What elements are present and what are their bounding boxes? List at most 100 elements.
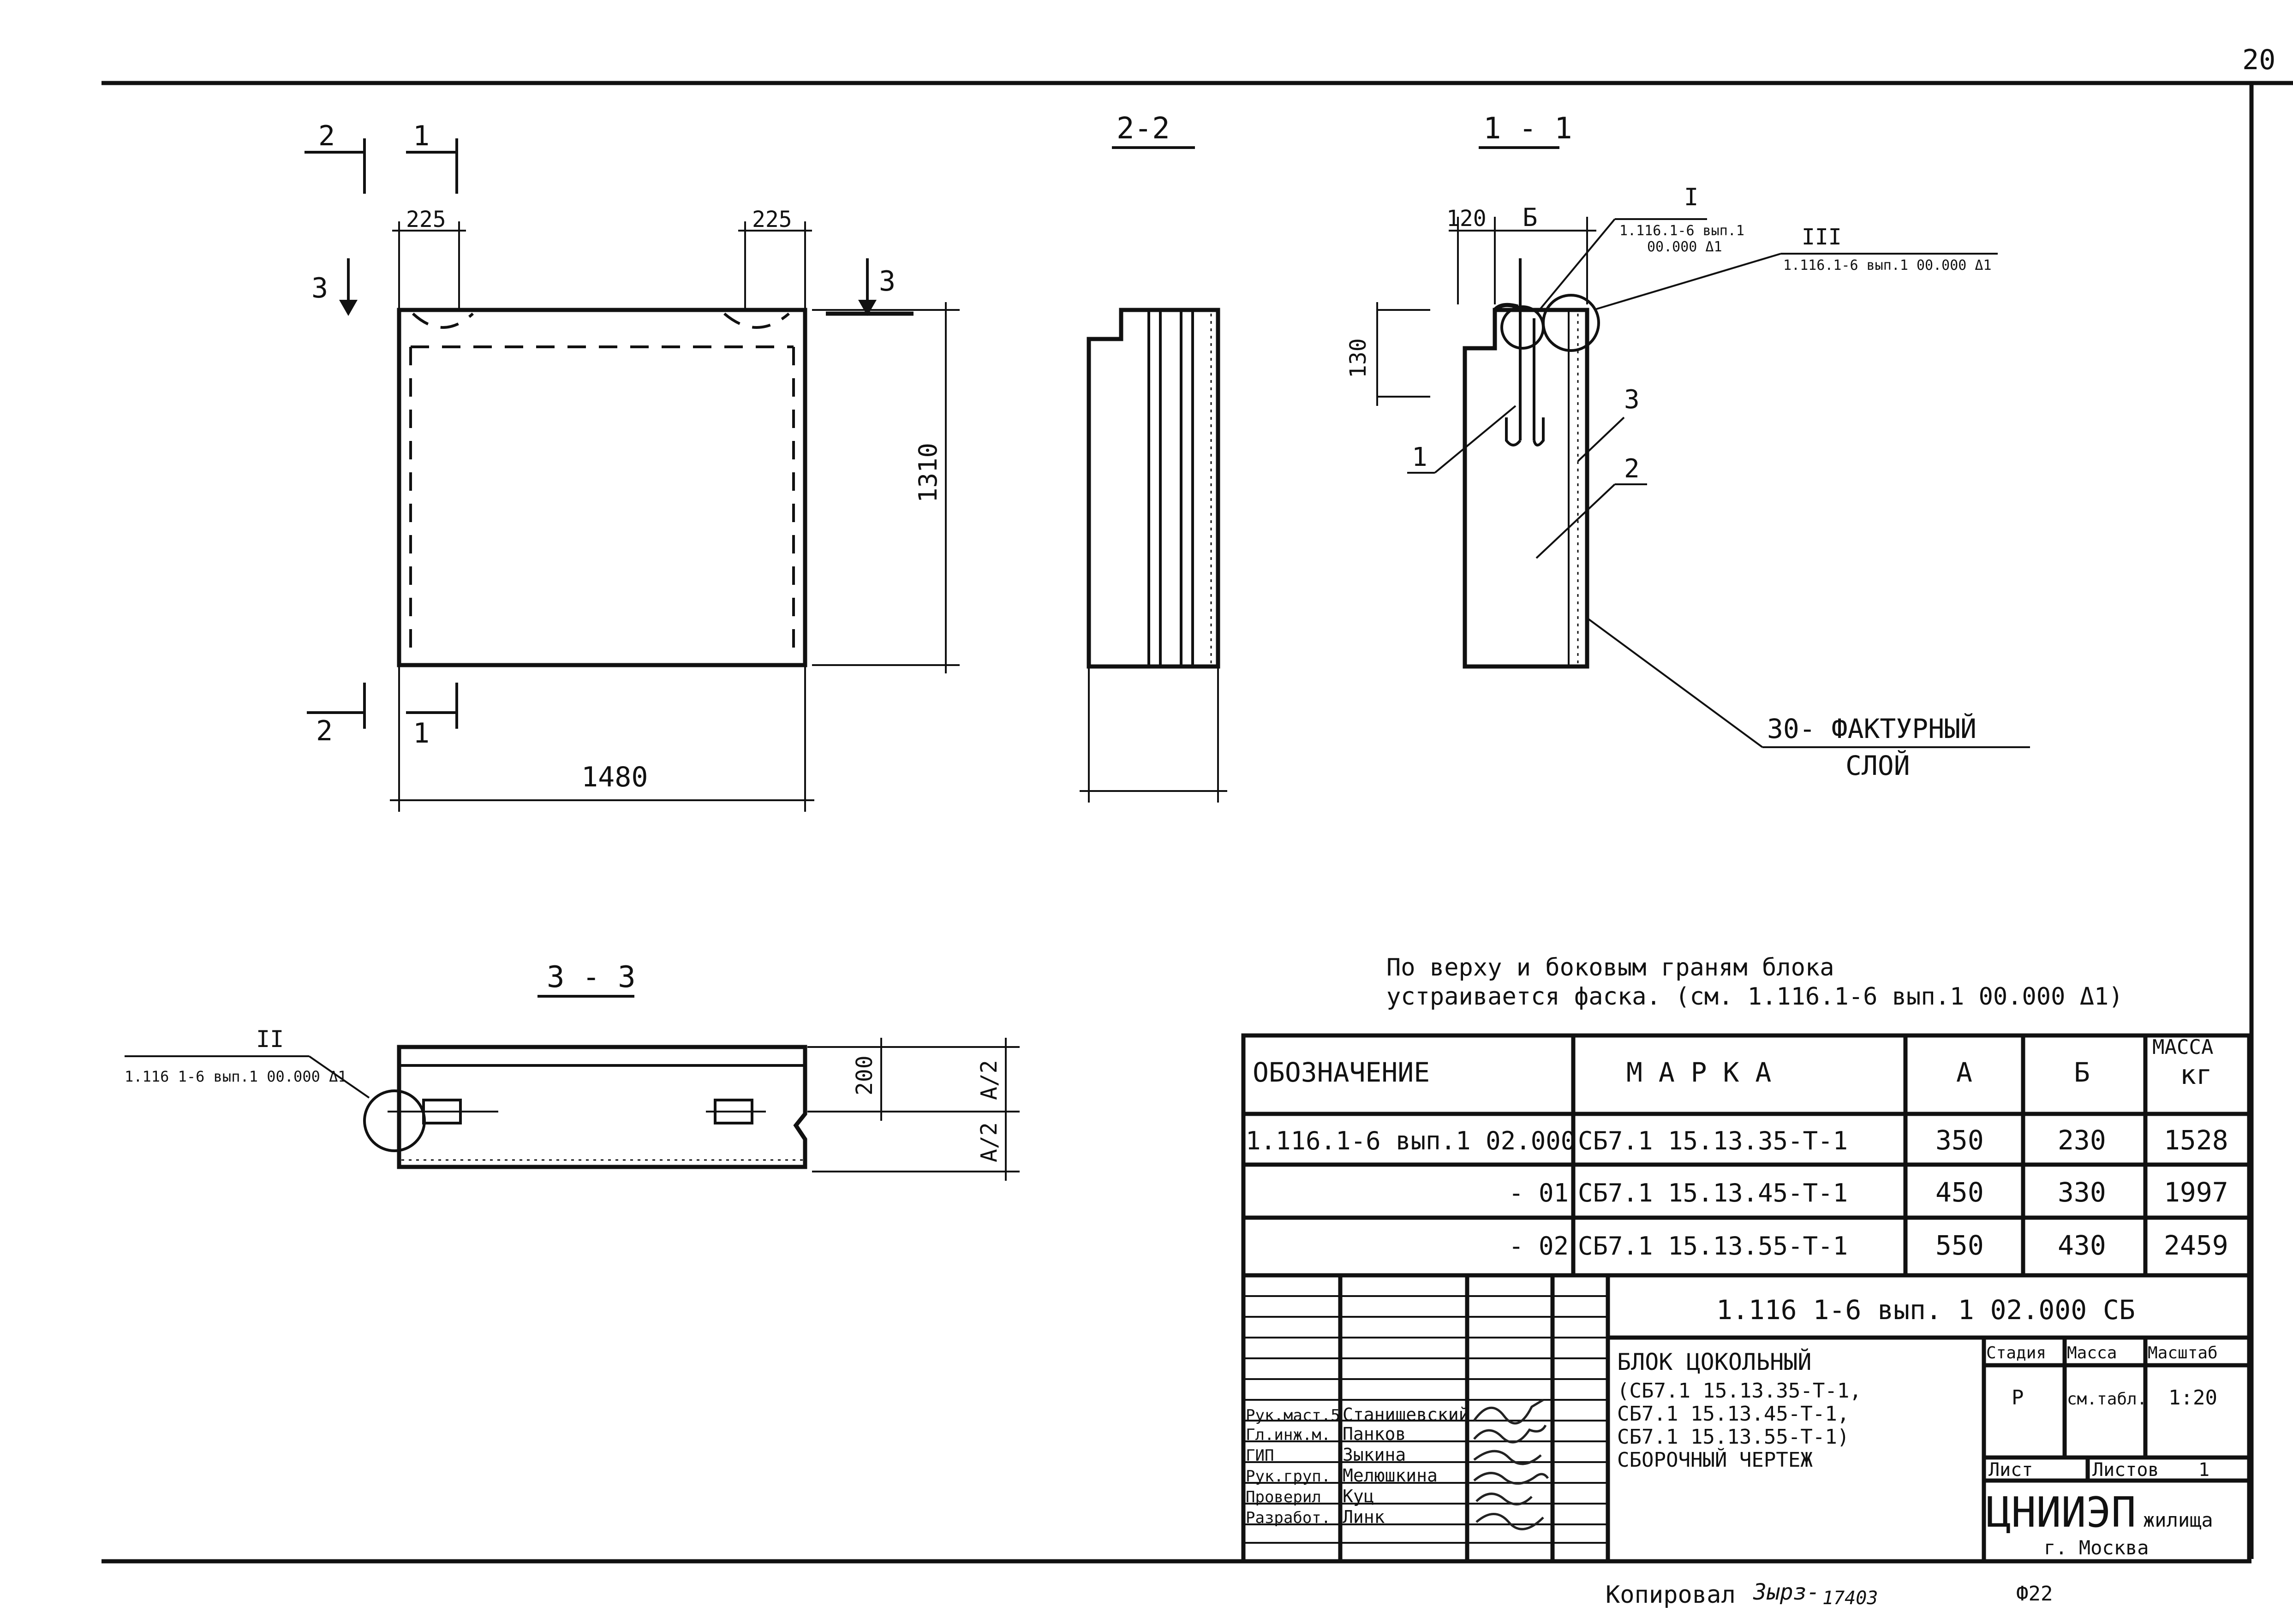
header-a: А: [1956, 1057, 1972, 1088]
section-mark-1-top: 1: [413, 120, 430, 152]
row-2-mark: СБ7.1 15.13.45-Т-1: [1578, 1178, 1848, 1208]
note-line-2: устраивается фаска. (см. 1.116.1-6 вып.1…: [1386, 983, 2123, 1011]
dim-b: Б: [1523, 203, 1538, 232]
callout-circle-III: [1542, 294, 1600, 352]
mass-label: Масса: [2067, 1344, 2117, 1362]
dim-a2-top: A/2: [976, 1060, 1002, 1100]
row-3-mass: 2459: [2164, 1230, 2228, 1261]
person-role-5: Проверил: [1246, 1488, 1321, 1506]
mass-value: см.табл.: [2067, 1390, 2147, 1409]
section-mark-2-bottom: 2: [316, 715, 333, 747]
stage-label: Стадия: [1986, 1344, 2046, 1362]
copied-signature: Зырз-: [1753, 1579, 1820, 1605]
sheets-label: Листов: [2092, 1459, 2159, 1481]
callout-II-number: II: [256, 1026, 284, 1053]
row-2-mass: 1997: [2164, 1177, 2228, 1208]
row-3-b: 430: [2058, 1230, 2106, 1261]
section-mark-1-bottom: 1: [413, 717, 430, 750]
title-line-2: (СБ7.1 15.13.35-Т-1,: [1617, 1379, 1862, 1403]
copied-number: 17403: [1822, 1588, 1878, 1609]
spec-table: ОБОЗНАЧЕНИЕ М А Р К А А Б МАССА кг 1.116…: [1241, 1033, 2251, 1278]
section-mark-3-left: 3: [311, 272, 328, 304]
header-mass-line1: МАССА: [2152, 1035, 2213, 1059]
section-1-1-view: 1 - 1 120 Б 130 I 1.116.1-6 вып.1 00.000…: [1345, 112, 2030, 781]
format-mark: Ф22: [2016, 1582, 2053, 1606]
section-1-1-title: 1 - 1: [1483, 112, 1572, 146]
callout-III-number: III: [1802, 224, 1842, 250]
section-3-3-outline: [397, 1045, 807, 1169]
row-1-mass: 1528: [2164, 1124, 2228, 1156]
dim-225-right: 225: [752, 207, 792, 232]
title-block: Рук.маст.5 Станишевский Гл.инж.м. Панков…: [1241, 1273, 2251, 1564]
callout-circle-II: [363, 1089, 426, 1152]
signature-1: [1473, 1398, 1544, 1425]
person-name-1: Станишевский: [1343, 1404, 1469, 1425]
front-view-outline: [397, 308, 807, 667]
person-role-1: Рук.маст.5: [1246, 1406, 1340, 1425]
row-2-b: 330: [2058, 1177, 2106, 1208]
row-3-mark: СБ7.1 15.13.55-Т-1: [1578, 1231, 1848, 1261]
row-1-a: 350: [1935, 1124, 1984, 1156]
row-1-b: 230: [2058, 1124, 2106, 1156]
organization-name: ЦНИИЭП: [1986, 1488, 2136, 1537]
title-line-1: БЛОК ЦОКОЛЬНЫЙ: [1617, 1348, 1811, 1375]
person-name-3: Зыкина: [1343, 1445, 1406, 1465]
lifting-loop-section: [1505, 258, 1545, 446]
finishing-layer-line1: 30- ФАКТУРНЫЙ: [1767, 713, 1977, 744]
dim-1480: 1480: [581, 761, 648, 793]
person-role-4: Рук.груп.: [1246, 1467, 1331, 1486]
person-role-6: Разработ.: [1246, 1509, 1331, 1527]
person-name-4: Мелюшкина: [1343, 1465, 1438, 1486]
dim-120: 120: [1446, 206, 1487, 232]
title-line-5: СБОРОЧНЫЙ ЧЕРТЕЖ: [1617, 1447, 1813, 1472]
title-line-3: СБ7.1 15.13.45-Т-1,: [1617, 1402, 1849, 1426]
header-designation: ОБОЗНАЧЕНИЕ: [1253, 1057, 1430, 1088]
person-role-3: ГИП: [1246, 1446, 1274, 1465]
row-2-a: 450: [1935, 1177, 1984, 1208]
table-row: - 02 СБ7.1 15.13.55-Т-1 550 430 2459: [1509, 1230, 2228, 1261]
organization-city: г. Москва: [2044, 1536, 2149, 1559]
signature-2: [1473, 1424, 1547, 1444]
position-1: 1: [1412, 442, 1427, 472]
person-role-2: Гл.инж.м.: [1246, 1426, 1331, 1444]
section-2-2-view: 2-2: [1080, 112, 1227, 803]
person-name-2: Панков: [1343, 1424, 1406, 1444]
section-mark-2-top: 2: [318, 120, 335, 152]
sheet-label: Лист: [1988, 1459, 2033, 1481]
dim-a2-bottom: A/2: [976, 1122, 1002, 1162]
header-mark: М А Р К А: [1626, 1057, 1771, 1088]
lifting-loop-right: [723, 312, 790, 329]
section-2-2-title: 2-2: [1117, 112, 1170, 146]
header-b: Б: [2074, 1057, 2090, 1088]
section-mark-3-right: 3: [879, 265, 896, 297]
scale-label: Масштаб: [2148, 1344, 2218, 1362]
scale-value: 1:20: [2168, 1386, 2217, 1410]
section-3-3-view: 3 - 3 II 1.116 1-6 вып.1 00.000 Δ1 200 A…: [125, 960, 1020, 1181]
signature-4: [1473, 1472, 1549, 1485]
header-mass-line2: кг: [2180, 1059, 2212, 1090]
copied-label: Копировал: [1606, 1581, 1736, 1609]
finishing-layer-line2: СЛОЙ: [1845, 750, 1910, 781]
signature-3: [1473, 1450, 1542, 1465]
signature-6: [1475, 1513, 1544, 1530]
note-line-1: По верху и боковым граням блока: [1386, 954, 1834, 982]
page-number: 20: [2242, 44, 2275, 76]
row-1-designation: 1.116.1-6 вып.1 02.000: [1246, 1126, 1576, 1155]
person-name-6: Линк: [1343, 1507, 1385, 1527]
callout-I-ref-line1: 1.116.1-6 вып.1: [1619, 223, 1744, 239]
organization-suffix: жилища: [2143, 1509, 2213, 1531]
dim-130: 130: [1345, 338, 1371, 378]
table-row: 1.116.1-6 вып.1 02.000 СБ7.1 15.13.35-Т-…: [1246, 1124, 2228, 1156]
row-2-designation: - 01: [1509, 1178, 1569, 1208]
dim-200: 200: [852, 1055, 878, 1095]
row-1-mark: СБ7.1 15.13.35-Т-1: [1578, 1126, 1848, 1155]
document-code: 1.116 1-6 вып. 1 02.000 СБ: [1716, 1294, 2135, 1326]
stage-value: Р: [2012, 1386, 2024, 1410]
front-view: 225 225 1480 1310 2 1 2 1 3: [305, 120, 960, 812]
row-3-a: 550: [1935, 1230, 1984, 1261]
section-2-2-outline: [1087, 308, 1220, 669]
person-name-5: Куц: [1343, 1486, 1374, 1506]
title-line-4: СБ7.1 15.13.55-Т-1): [1617, 1425, 1849, 1449]
position-2: 2: [1624, 454, 1640, 484]
